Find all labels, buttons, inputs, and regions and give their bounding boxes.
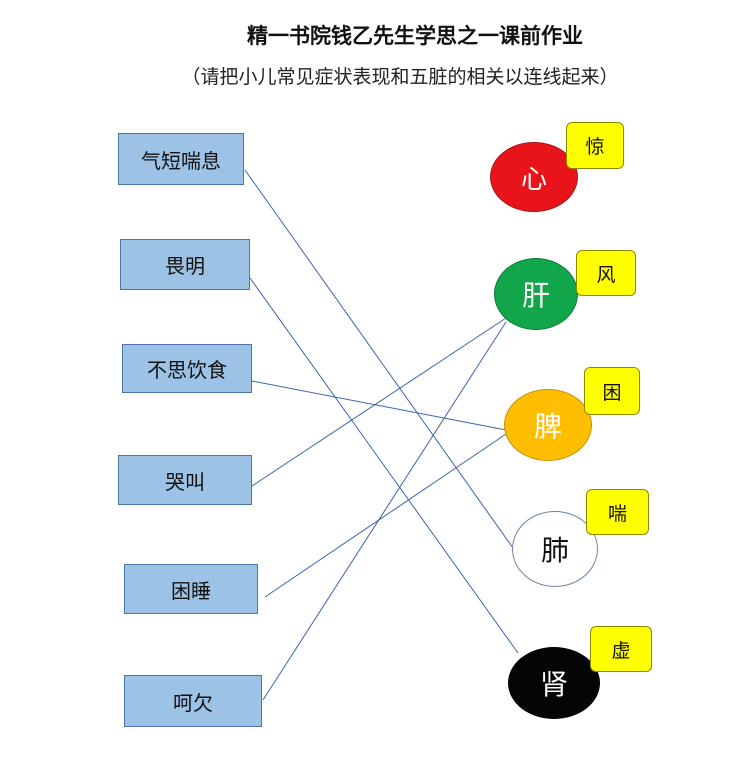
- symptom-box-heqian: 呵欠: [124, 675, 262, 727]
- symptom-label: 畏明: [165, 254, 205, 278]
- connection-line-畏明-肾: [249, 277, 519, 654]
- organ-label: 肾: [539, 668, 568, 701]
- tag-label: 惊: [585, 136, 605, 158]
- symptom-label: 不思饮食: [147, 358, 227, 382]
- symptom-label: 困睡: [171, 578, 211, 603]
- connection-line-不思饮食-脾: [251, 380, 507, 431]
- organ-heart-circle: 心: [490, 142, 578, 212]
- symptom-box-qiduan-chuanxi: 气短喘息: [118, 133, 244, 185]
- organ-spleen-circle: 脾: [504, 389, 592, 461]
- symptom-box-kujiao: 哭叫: [118, 455, 252, 505]
- connection-line-气短喘息-肺: [244, 169, 514, 549]
- organ-label: 肺: [540, 534, 569, 567]
- tag-label: 困: [602, 381, 622, 404]
- symptom-label: 气短喘息: [141, 148, 221, 173]
- symptom-box-weiming: 畏明: [120, 239, 250, 290]
- page-title: 精一书院钱乙先生学思之一课前作业: [247, 24, 583, 48]
- symptom-box-kunshui: 困睡: [124, 564, 258, 614]
- organ-kidney-circle: 肾: [508, 647, 600, 719]
- organ-label: 脾: [533, 410, 562, 443]
- connection-line-呵欠-肝: [262, 321, 507, 701]
- tag-label: 喘: [607, 502, 627, 525]
- symptom-label: 呵欠: [173, 690, 213, 715]
- organ-label: 心: [520, 164, 547, 195]
- organ-lung-circle: 肺: [512, 511, 598, 587]
- organ-liver-circle: 肝: [494, 258, 578, 330]
- connection-line-哭叫-肝: [251, 317, 507, 487]
- tag-label: 风: [596, 263, 616, 286]
- tag-xu: 虚: [590, 626, 652, 672]
- tag-jing: 惊: [566, 122, 624, 169]
- tag-feng: 风: [576, 250, 636, 296]
- organ-label: 肝: [521, 279, 550, 312]
- symptom-box-busi-yinshi: 不思饮食: [122, 344, 252, 393]
- tag-kun: 困: [584, 367, 640, 415]
- symptom-label: 哭叫: [165, 469, 205, 494]
- page-subtitle: （请把小儿常见症状表现和五脏的相关以连线起来）: [181, 66, 619, 88]
- connection-line-困睡-脾: [264, 433, 507, 598]
- tag-label: 虚: [611, 639, 631, 662]
- tag-chuan: 喘: [586, 489, 649, 535]
